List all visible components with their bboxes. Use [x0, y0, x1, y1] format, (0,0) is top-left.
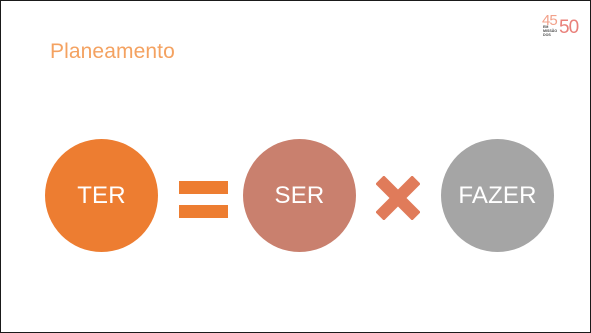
equals-bar-bottom: [179, 205, 228, 218]
circle-ser: SER: [243, 139, 356, 252]
times-icon: [376, 176, 420, 220]
logo-number-top: 45: [542, 12, 558, 29]
equals-icon: [179, 181, 228, 218]
logo: 45 em missão dos 50: [542, 12, 582, 38]
circle-ter: TER: [45, 139, 158, 252]
logo-number-bottom: 50: [559, 17, 579, 38]
circle-ter-label: TER: [77, 181, 126, 209]
equals-bar-top: [179, 181, 228, 194]
slide-title: Planeamento: [50, 40, 175, 63]
circle-ser-label: SER: [274, 181, 325, 209]
circle-fazer-label: FAZER: [458, 181, 537, 209]
logo-text: em missão dos: [543, 25, 558, 37]
circle-fazer: FAZER: [441, 139, 554, 252]
times-bar-b: [376, 176, 420, 220]
